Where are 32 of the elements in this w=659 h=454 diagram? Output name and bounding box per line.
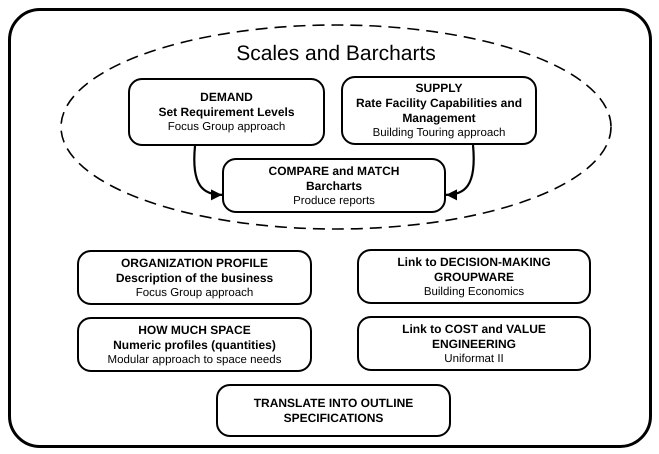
box-note: Focus Group approach (136, 286, 254, 300)
box-heading: COMPARE and MATCH (268, 164, 400, 178)
process-box (341, 76, 537, 145)
frame-border (8, 8, 652, 448)
box-heading: HOW MUCH SPACE (138, 322, 251, 338)
process-box (222, 158, 446, 213)
process-box (128, 78, 325, 146)
process-box (357, 316, 591, 371)
process-box (77, 250, 312, 305)
box-heading: Rate Facility Capabilities and Management (354, 96, 524, 126)
box-heading: SUPPLY (416, 81, 462, 96)
box-heading: TRANSLATE INTO OUTLINE SPECIFICATIONS (252, 396, 414, 426)
process-box (216, 384, 451, 437)
curved-arrow (446, 144, 475, 200)
box-note: Modular approach to space needs (108, 352, 282, 366)
box-note: Building Touring approach (372, 126, 506, 140)
curved-arrow (193, 146, 222, 200)
box-heading: Barcharts (306, 178, 362, 194)
box-note: Focus Group approach (168, 120, 286, 134)
box-heading: DEMAND (200, 90, 253, 105)
box-heading: Numeric profiles (quantities) (113, 338, 276, 352)
process-box (357, 249, 591, 304)
box-note: Produce reports (293, 194, 375, 208)
box-note: Uniformat II (444, 352, 504, 366)
box-heading: Description of the business (116, 270, 274, 286)
box-heading: ORGANIZATION PROFILE (120, 256, 268, 270)
box-heading: Link to COST and VALUE ENGINEERING (401, 322, 547, 352)
group-heading: Scales and Barcharts (236, 42, 436, 66)
process-box (77, 317, 312, 372)
box-note: Building Economics (424, 284, 524, 298)
box-heading: Set Requirement Levels (158, 105, 295, 120)
box-heading: Link to DECISION-MAKING GROUPWARE (396, 254, 552, 284)
